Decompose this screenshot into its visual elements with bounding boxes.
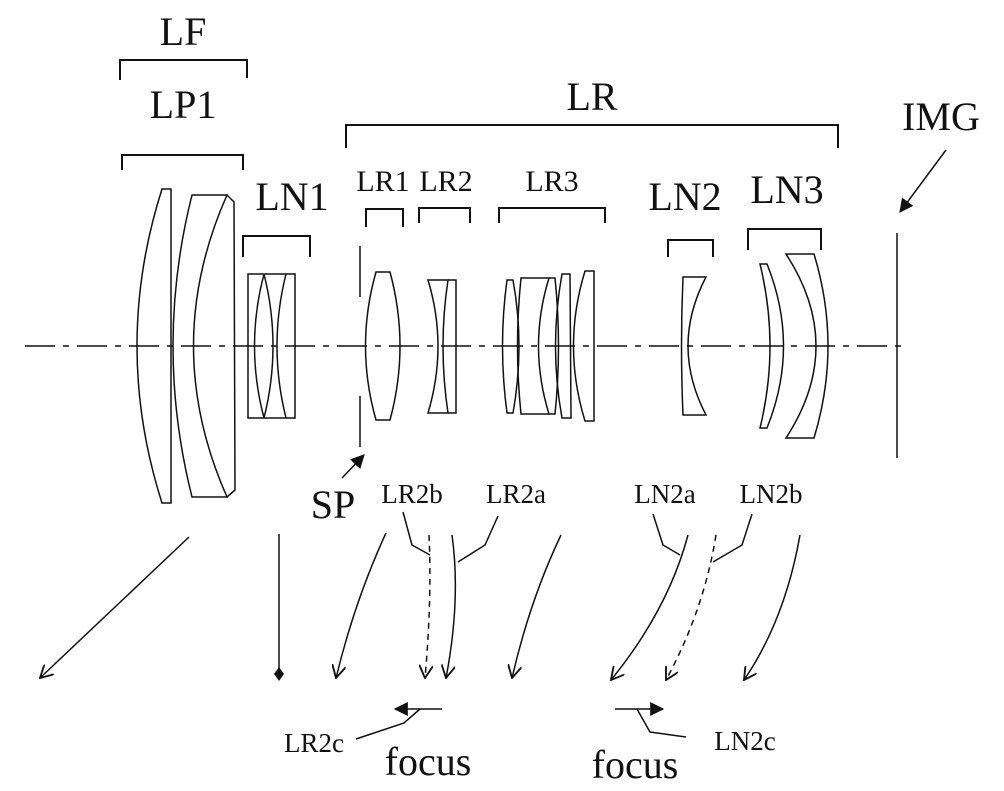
bracket-lr3 xyxy=(498,207,606,223)
label-lr1: LR1 xyxy=(356,165,409,198)
lens-lr3-5 xyxy=(572,270,595,422)
bracket-ln3 xyxy=(747,228,822,250)
lens-group-ln3 xyxy=(759,253,829,439)
lens-lp1-3 xyxy=(226,194,236,498)
movement-lr2b xyxy=(425,534,430,678)
lens-lr2-2 xyxy=(448,279,457,414)
img-arrow xyxy=(899,149,947,213)
lens-lr3-3 xyxy=(549,277,560,415)
lens-ln2 xyxy=(680,276,708,416)
lens-ln3-1 xyxy=(759,263,785,429)
lens-ln1-1 xyxy=(253,273,274,419)
bracket-ln1 xyxy=(242,235,311,257)
lens-group-ln1 xyxy=(247,273,296,419)
leader-lr2a xyxy=(457,515,499,563)
label-lr3: LR3 xyxy=(525,165,578,198)
sp-arrow xyxy=(341,454,365,479)
leader-lr2b xyxy=(402,511,431,556)
lens-ln3-2 xyxy=(784,253,829,439)
bracket-lp1 xyxy=(121,154,244,170)
label-img: IMG xyxy=(902,94,980,139)
bracket-lr2 xyxy=(418,207,471,223)
lens-lr1 xyxy=(364,271,401,421)
label-sp: SP xyxy=(311,482,356,527)
label-focus-right: focus xyxy=(592,742,679,787)
label-lr2: LR2 xyxy=(419,165,472,198)
lens-lr3-4 xyxy=(554,273,572,419)
bracket-ln2 xyxy=(667,239,714,257)
movement-lf xyxy=(40,536,190,678)
lens-lp1-1 xyxy=(136,188,172,504)
label-focus-left: focus xyxy=(385,739,472,784)
label-ln2: LN2 xyxy=(648,174,721,219)
bracket-lf xyxy=(119,59,248,80)
lens-group-lp1 xyxy=(136,188,236,504)
label-lr2b: LR2b xyxy=(381,479,443,509)
movement-lr3 xyxy=(512,534,562,678)
fixed-diamond-icon xyxy=(274,667,284,681)
label-ln3: LN3 xyxy=(750,167,823,212)
label-ln2c: LN2c xyxy=(714,726,775,756)
leader-ln2a xyxy=(652,513,681,556)
bracket-lr xyxy=(345,124,839,148)
movement-lr1 xyxy=(336,532,387,678)
label-lr2c: LR2c xyxy=(284,728,344,758)
label-lp1: LP1 xyxy=(150,82,217,127)
label-lr: LR xyxy=(566,74,617,119)
leader-ln2b xyxy=(712,513,753,563)
lens-group-lr3 xyxy=(501,270,595,422)
leader-ln2c xyxy=(636,708,687,738)
lens-group-lr2 xyxy=(426,279,457,414)
label-ln2a: LN2a xyxy=(634,479,695,509)
label-ln1: LN1 xyxy=(255,174,328,219)
leader-lr2c xyxy=(355,708,421,740)
lens-ln1-frame xyxy=(247,273,296,419)
label-lf: LF xyxy=(160,9,207,54)
lens-lr3-1 xyxy=(501,279,520,414)
movement-lr2a xyxy=(446,534,457,678)
label-ln2b: LN2b xyxy=(740,479,803,509)
movement-ln2b xyxy=(666,534,717,680)
lens-ln1-2 xyxy=(276,273,287,419)
movement-ln2a xyxy=(611,534,689,680)
movement-ln3 xyxy=(744,534,801,680)
bracket-lr1 xyxy=(365,208,404,227)
label-lr2a: LR2a xyxy=(486,479,546,509)
